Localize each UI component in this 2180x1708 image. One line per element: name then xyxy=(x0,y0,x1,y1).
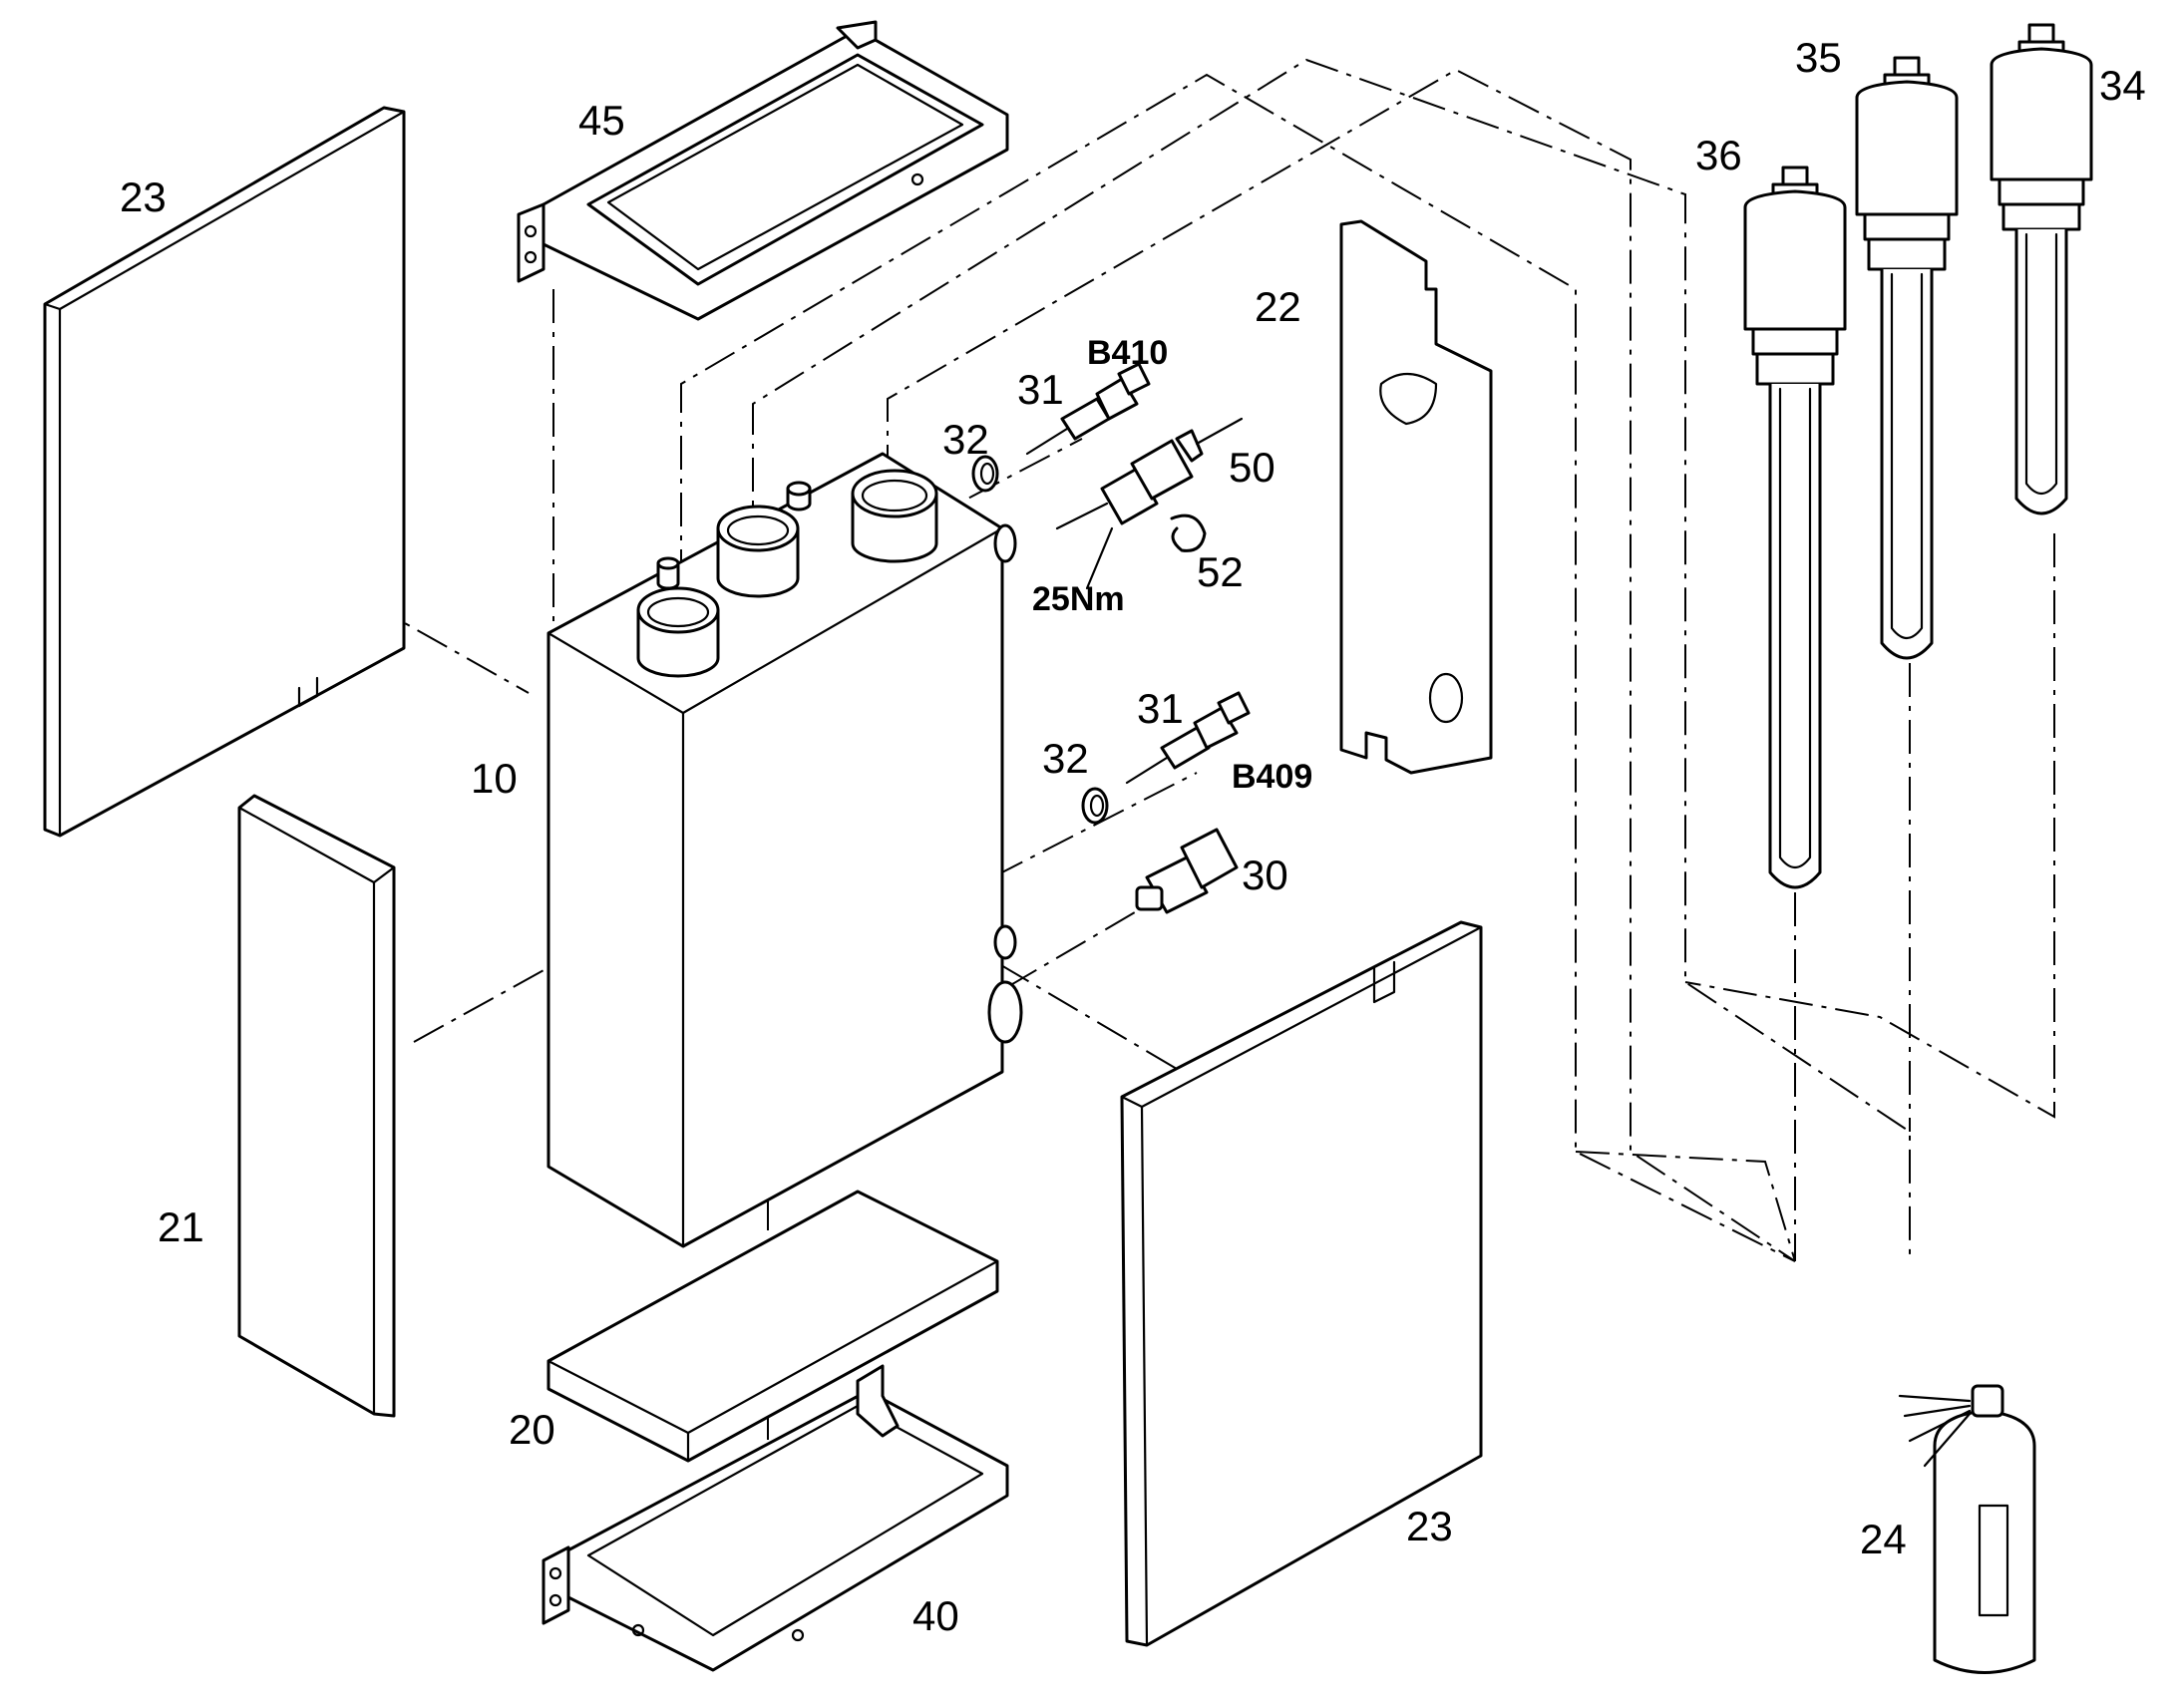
label-35: 35 xyxy=(1795,34,1842,81)
label-23-upper: 23 xyxy=(120,173,167,220)
label-20: 20 xyxy=(509,1406,555,1453)
spray-can-24 xyxy=(1898,1384,2036,1674)
label-24: 24 xyxy=(1860,1516,1907,1562)
oring-32-lower xyxy=(1081,787,1109,825)
top-bracket-45 xyxy=(517,20,1009,321)
tank-cylinder-middle xyxy=(716,505,800,598)
label-32-upper: 32 xyxy=(942,416,989,463)
fitting-30 xyxy=(1135,828,1239,914)
label-31-upper: 31 xyxy=(1017,366,1064,413)
heating-element-36 xyxy=(1743,166,1847,889)
label-b410: B410 xyxy=(1087,334,1168,372)
level-sensor-50 xyxy=(1055,417,1244,590)
label-31-lower: 31 xyxy=(1137,685,1184,732)
label-22: 22 xyxy=(1255,283,1301,330)
sensor-31-b409 xyxy=(1125,691,1251,785)
tank-cylinder-left xyxy=(636,586,720,678)
heating-element-35 xyxy=(1855,56,1959,660)
label-45: 45 xyxy=(578,97,625,144)
label-21: 21 xyxy=(158,1203,204,1250)
insulation-panel-23-upper xyxy=(43,106,406,838)
label-32-lower: 32 xyxy=(1042,735,1089,782)
part-labels: 23 45 10 21 20 40 22 31 B410 32 50 52 25… xyxy=(120,34,2146,1639)
holder-plate-22 xyxy=(1339,219,1493,775)
label-36: 36 xyxy=(1695,132,1742,178)
label-torque: 25Nm xyxy=(1032,580,1125,618)
tank-cylinder-right xyxy=(851,469,938,563)
tank-body-10 xyxy=(546,452,1023,1248)
label-30: 30 xyxy=(1242,852,1288,898)
label-40: 40 xyxy=(912,1592,959,1639)
label-50: 50 xyxy=(1229,444,1275,491)
bottom-bracket-40 xyxy=(542,1364,1009,1672)
insulation-panel-21 xyxy=(237,794,396,1418)
oring-32-upper xyxy=(971,455,999,493)
bottom-insulation-20 xyxy=(546,1190,999,1463)
label-52: 52 xyxy=(1197,548,1244,595)
label-10: 10 xyxy=(471,755,518,802)
label-34: 34 xyxy=(2099,62,2146,109)
heating-element-34 xyxy=(1990,23,2093,515)
sensor-31-b410 xyxy=(1025,362,1151,456)
label-b409: B409 xyxy=(1232,758,1312,796)
label-23-lower: 23 xyxy=(1406,1503,1453,1549)
insulation-panel-23-lower xyxy=(1120,920,1483,1647)
clip-52 xyxy=(1170,513,1207,552)
